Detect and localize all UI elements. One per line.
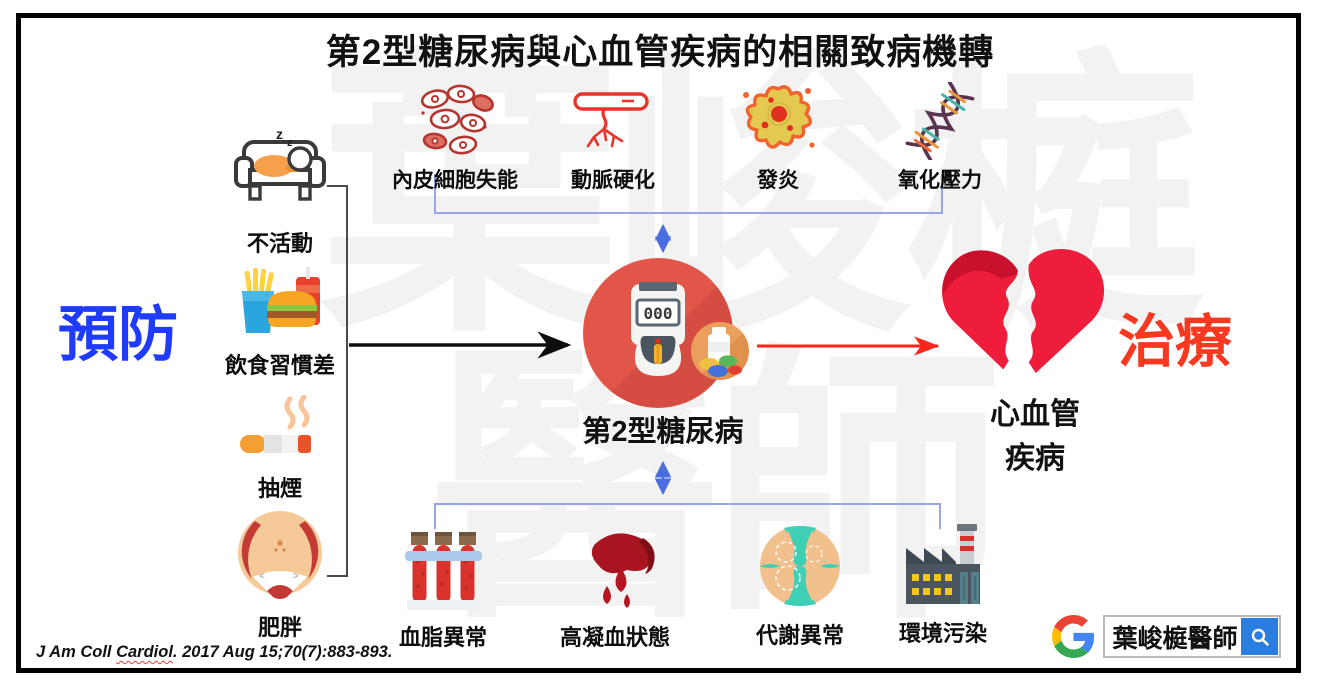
svg-text:<: <	[259, 571, 265, 582]
couch-sleep-icon: z z	[232, 124, 328, 220]
search-icon	[1250, 627, 1270, 647]
prevention-label: 預防	[58, 301, 178, 368]
diabetes-label: 第2型糖尿病	[582, 416, 744, 448]
mechanism-label: 高凝血狀態	[559, 625, 670, 650]
mechanism-inflammation: 發炎	[693, 82, 863, 194]
meter-display: 000	[644, 304, 673, 323]
mechanism-pollution: 環境污染	[853, 524, 1033, 648]
svg-text:>: >	[293, 571, 299, 582]
mechanism-label: 內皮細胞失能	[392, 169, 518, 192]
search-input[interactable]: 葉峻榳醫師	[1103, 615, 1281, 658]
risk-item-obesity: < > 肥胖	[200, 506, 360, 642]
risk-factors-bracket	[327, 185, 348, 577]
mechanism-label: 環境污染	[898, 621, 987, 646]
fast-food-icon	[234, 262, 326, 342]
obese-belly-icon: < >	[233, 506, 327, 604]
mechanism-metabolic: 代謝異常	[710, 526, 890, 650]
risk-item-smoking: 抽煙	[200, 393, 360, 503]
mechanism-label: 動脈硬化	[571, 169, 655, 192]
treatment-label: 治療	[1118, 310, 1232, 374]
citation-pre: J Am Coll	[36, 643, 117, 661]
risk-item-inactivity: z z 不活動	[200, 124, 360, 258]
google-g-icon	[1052, 615, 1095, 658]
risk-item-diet: 飲食習慣差	[200, 262, 360, 380]
citation-journal: Cardiol	[116, 643, 173, 661]
cvd-label: 心血管 疾病	[955, 393, 1115, 480]
mechanism-endothelial: 內皮細胞失能	[370, 82, 540, 194]
mechanism-hypercoagulable: 高凝血狀態	[525, 528, 705, 652]
page-title: 第2型糖尿病與心血管疾病的相關致病機轉	[325, 33, 995, 72]
svg-text:z: z	[276, 126, 283, 142]
medication-icon	[691, 322, 749, 380]
mechanism-atherosclerosis: 動脈硬化	[528, 82, 698, 194]
cigarette-icon	[238, 393, 322, 465]
search-button[interactable]	[1241, 618, 1278, 655]
border-frame	[16, 13, 1301, 673]
artery-icon	[570, 82, 656, 160]
broken-heart-icon	[935, 238, 1115, 398]
risk-item-label: 抽煙	[257, 476, 302, 501]
upper-mechanisms-bracket	[434, 174, 943, 214]
lower-mechanisms-bracket	[434, 503, 941, 529]
citation: J Am Coll Cardiol. 2017 Aug 15;70(7):883…	[36, 643, 392, 662]
mechanism-label: 血脂異常	[398, 625, 487, 650]
metabolism-icon	[756, 526, 844, 610]
search-query: 葉峻榳醫師	[1112, 624, 1238, 653]
endothelial-cells-icon	[415, 82, 495, 160]
blood-test-tubes-icon	[399, 528, 487, 612]
factory-icon	[898, 524, 988, 608]
risk-item-label: 飲食習慣差	[224, 353, 335, 378]
cvd-line2: 疾病	[1005, 441, 1065, 475]
dna-icon	[901, 82, 979, 160]
citation-post: . 2017 Aug 15;70(7):883-893.	[172, 643, 393, 661]
risk-item-label: 肥胖	[257, 615, 302, 640]
mechanism-label: 氧化壓力	[898, 169, 982, 192]
inflammation-icon	[738, 82, 818, 160]
blood-clot-icon	[569, 528, 661, 612]
google-search-bar: 葉峻榳醫師	[1052, 615, 1281, 658]
risk-item-label: 不活動	[246, 231, 313, 256]
glucose-meter-icon: 000	[583, 258, 749, 408]
cvd-line1: 心血管	[990, 398, 1080, 431]
mechanism-oxidative-stress: 氧化壓力	[855, 82, 1025, 194]
mechanism-dyslipidemia: 血脂異常	[353, 528, 533, 652]
mechanism-label: 發炎	[757, 169, 799, 192]
mechanism-label: 代謝異常	[755, 623, 844, 648]
svg-text:z: z	[287, 137, 293, 149]
